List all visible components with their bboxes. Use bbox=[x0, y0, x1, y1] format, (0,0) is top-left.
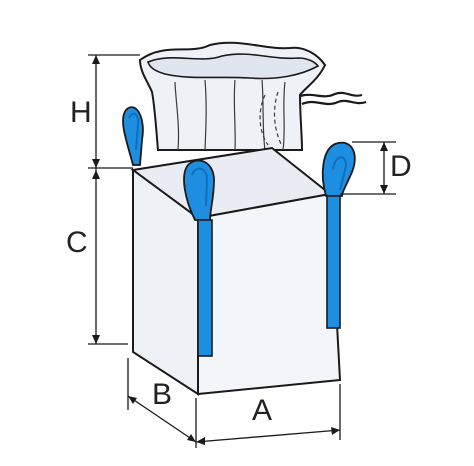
dimension-label-a: A bbox=[252, 394, 272, 427]
dimension-arrows bbox=[92, 55, 388, 445]
dimension-label-d: D bbox=[390, 150, 412, 183]
lift-loop-back-left bbox=[122, 106, 144, 166]
dimension-label-h: H bbox=[70, 96, 92, 129]
top-spout bbox=[138, 41, 327, 151]
dimension-label-c: C bbox=[66, 226, 88, 259]
tie-string-icon bbox=[299, 91, 367, 106]
dimension-lines bbox=[88, 54, 396, 448]
dimension-label-b: B bbox=[152, 378, 172, 411]
bag-front-face bbox=[197, 192, 342, 396]
lift-loops bbox=[122, 106, 356, 357]
strap-front-left bbox=[197, 219, 213, 357]
lift-loop-front-right bbox=[321, 141, 356, 197]
strap-front-right bbox=[326, 195, 341, 329]
